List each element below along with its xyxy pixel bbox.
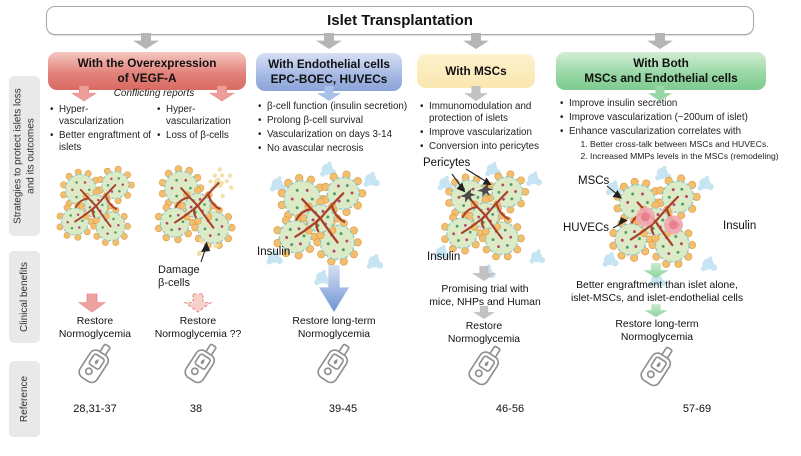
green-down-arrow-icon: [643, 263, 669, 278]
islet-illustration-msc: [434, 161, 546, 279]
pink-down-arrow-icon: [209, 85, 235, 102]
sidebar-row-strategies: Strategies to protect islets loss and it…: [9, 76, 40, 236]
header-endothelial-cells: With Endothelial cells EPC-BOEC, HUVECs: [256, 53, 402, 91]
islet-illustration-vegf-damaged: [150, 158, 254, 262]
bullet-item: No avascular necrosis: [258, 143, 413, 155]
title-box: Islet Transplantation: [46, 6, 754, 35]
benefit-label: Restore Normoglycemia ??: [154, 316, 242, 340]
bullet-item: Improve vascularization: [420, 127, 548, 139]
sidebar-clinical-label: Clinical benefits: [18, 261, 30, 333]
blue-down-arrow-icon: [317, 86, 341, 101]
bullet-item: Prolong β-cell survival: [258, 115, 413, 127]
benefit-label: Restore Normoglycemia: [58, 316, 132, 340]
vegf-left-bullets: Hyper-vascularization Better engraftment…: [50, 104, 152, 156]
down-arrow-icon: [133, 33, 159, 49]
bullet-item: Enhance vascularization correlates with: [560, 126, 774, 138]
bullet-item: Conversion into pericytes: [420, 141, 548, 153]
header-vegf-overexpression: With the Overexpression of VEGF-A: [48, 52, 246, 90]
insulin-label: Insulin: [427, 251, 461, 263]
numbered-item: Increased MMPs levels in the MSCs (remod…: [590, 151, 790, 162]
glucometer-icon: [311, 340, 357, 392]
sidebar-reference-label: Reference: [18, 375, 30, 423]
insulin-label: Insulin: [257, 246, 291, 258]
glucometer-icon: [72, 340, 118, 392]
reference-numbers: 39-45: [328, 403, 358, 415]
vegf-right-bullets: Hyper-vascularization Loss of β-cells: [157, 104, 249, 144]
islet-illustration-msc-endothelial: [602, 165, 718, 287]
bullet-item: Hyper-vascularization: [50, 104, 152, 128]
bullet-item: Loss of β-cells: [157, 130, 249, 142]
pink-down-arrow-icon: [78, 293, 106, 313]
pink-dashed-down-arrow-icon: [184, 293, 212, 313]
both-numbered-list: Better cross-talk between MSCs and HUVEC…: [576, 139, 790, 163]
pink-down-arrow-icon: [71, 85, 97, 102]
damage-beta-cells-label: Damage β-cells: [158, 264, 200, 290]
gray-down-arrow-icon: [464, 86, 488, 101]
bullet-item: β-cell function (insulin secretion): [258, 101, 413, 113]
sidebar-row-reference: Reference: [9, 361, 40, 437]
green-down-arrow-icon: [644, 304, 668, 317]
endothelial-bullets: β-cell function (insulin secretion) Prol…: [258, 101, 413, 157]
islet-illustration-endothelial: [266, 161, 384, 286]
bullet-item: Better engraftment of islets: [50, 130, 152, 154]
bullet-item: Vascularization on days 3-14: [258, 129, 413, 141]
glucometer-icon: [178, 340, 224, 392]
reference-numbers: 38: [189, 403, 203, 415]
sidebar-strategies-label: Strategies to protect islets loss and it…: [12, 88, 36, 224]
islet-illustration-vegf-good: [52, 162, 148, 258]
down-arrow-icon: [463, 33, 489, 49]
benefit-label: Restore long-term Normoglycemia: [292, 316, 376, 340]
reference-numbers: 57-69: [682, 403, 712, 415]
header-mscs: With MSCs: [417, 54, 535, 88]
huvecs-label: HUVECs: [563, 222, 610, 234]
figure-title: Islet Transplantation: [327, 12, 473, 29]
gray-down-arrow-icon: [472, 266, 496, 281]
blue-long-down-arrow-icon: [319, 265, 349, 312]
down-arrow-icon: [316, 33, 342, 49]
reference-numbers: 28,31-37: [73, 403, 117, 415]
mscs-label: MSCs: [578, 175, 610, 187]
conflicting-reports-note: Conflicting reports: [113, 88, 195, 99]
bullet-item: Improve insulin secretion: [560, 98, 774, 110]
glucometer-icon: [634, 343, 680, 395]
both-bullets: Improve insulin secretion Improve vascul…: [560, 98, 774, 140]
gray-down-arrow-icon: [473, 306, 495, 319]
sidebar-row-clinical: Clinical benefits: [9, 251, 40, 343]
trial-note: Promising trial with mice, NHPs and Huma…: [429, 284, 541, 308]
benefit-label: Restore long-term Normoglycemia: [615, 319, 699, 343]
bullet-item: Hyper-vascularization: [157, 104, 249, 128]
glucometer-icon: [462, 342, 508, 394]
insulin-label: Insulin: [723, 220, 757, 232]
bullet-item: Immunomodulation and protection of islet…: [420, 101, 548, 125]
pericytes-label: Pericytes: [423, 157, 471, 169]
numbered-item: Better cross-talk between MSCs and HUVEC…: [590, 139, 790, 150]
bullet-item: Improve vascularization (~200um of islet…: [560, 112, 774, 124]
down-arrow-icon: [647, 33, 673, 49]
header-mscs-endothelial: With Both MSCs and Endothelial cells: [556, 52, 766, 90]
msc-bullets: Immunomodulation and protection of islet…: [420, 101, 548, 155]
benefit-label: Restore Normoglycemia: [447, 321, 521, 345]
engraftment-note: Better engraftment than islet alone, isl…: [570, 280, 744, 304]
reference-numbers: 46-56: [495, 403, 525, 415]
